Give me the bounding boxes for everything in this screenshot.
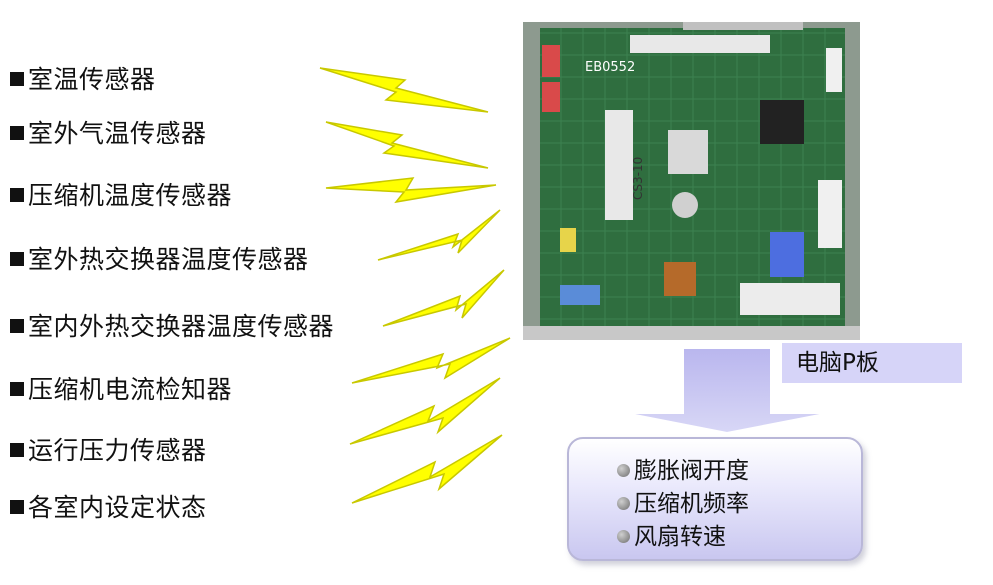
lightning-bolt-icon bbox=[351, 337, 511, 384]
board-label: 电脑P板 bbox=[778, 343, 962, 383]
sensor-item: 运行压力传感器 bbox=[10, 431, 207, 467]
square-bullet-icon bbox=[10, 319, 24, 333]
square-bullet-icon bbox=[10, 252, 24, 266]
square-bullet-icon bbox=[10, 443, 24, 457]
square-bullet-icon bbox=[10, 188, 24, 202]
bullet-dot-icon bbox=[617, 530, 630, 543]
sensor-item: 室外热交换器温度传感器 bbox=[10, 240, 309, 276]
lightning-bolt-icon bbox=[377, 209, 501, 261]
lightning-bolts bbox=[319, 67, 511, 504]
pcb-board-image: EB0552 CS3-10 bbox=[523, 22, 860, 340]
lightning-bolt-icon bbox=[319, 67, 489, 113]
square-bullet-icon bbox=[10, 382, 24, 396]
down-arrow-icon bbox=[624, 347, 831, 435]
output-item: 风扇转速 bbox=[617, 521, 861, 554]
bullet-dot-icon bbox=[617, 497, 630, 510]
sensor-item: 室温传感器 bbox=[10, 60, 156, 96]
output-item: 压缩机频率 bbox=[617, 488, 861, 521]
output-box: 膨胀阀开度 压缩机频率 风扇转速 bbox=[567, 437, 863, 561]
bullet-dot-icon bbox=[617, 464, 630, 477]
square-bullet-icon bbox=[10, 500, 24, 514]
sensor-item: 室外气温传感器 bbox=[10, 114, 207, 150]
sensor-item: 各室内设定状态 bbox=[10, 488, 207, 524]
output-item: 膨胀阀开度 bbox=[617, 455, 861, 488]
lightning-bolt-icon bbox=[349, 377, 501, 445]
sensor-item: 压缩机电流检知器 bbox=[10, 370, 232, 406]
lightning-bolt-icon bbox=[382, 269, 505, 327]
lightning-bolt-icon bbox=[325, 121, 489, 169]
square-bullet-icon bbox=[10, 72, 24, 86]
sensor-item: 压缩机温度传感器 bbox=[10, 176, 232, 212]
board-silkscreen-text: EB0552 bbox=[585, 60, 635, 75]
board-silkscreen-text: CS3-10 bbox=[631, 157, 645, 200]
lightning-bolt-icon bbox=[325, 177, 497, 204]
square-bullet-icon bbox=[10, 126, 24, 140]
lightning-bolt-icon bbox=[351, 434, 503, 504]
sensor-item: 室内外热交换器温度传感器 bbox=[10, 307, 334, 343]
